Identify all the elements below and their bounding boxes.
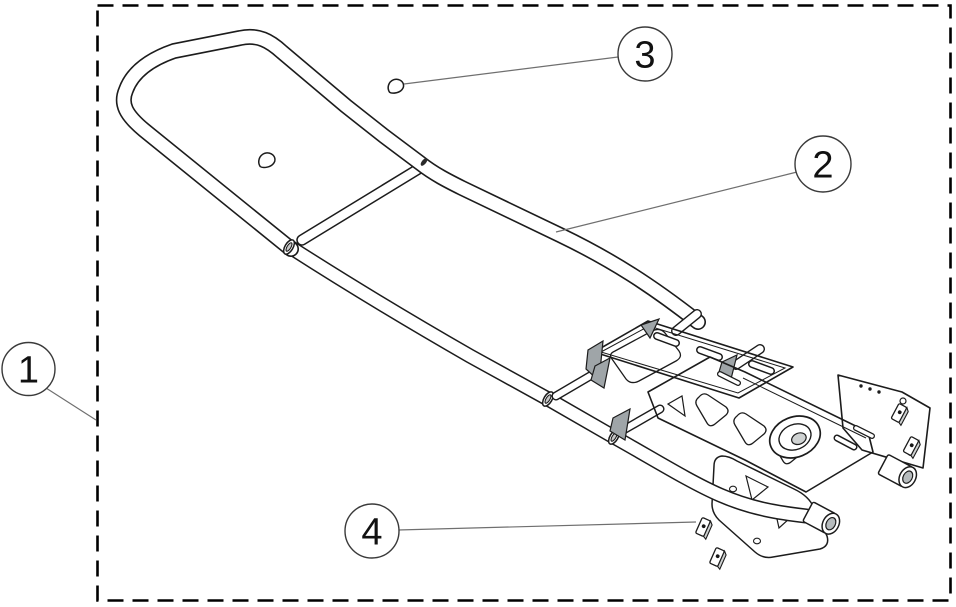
truss-cutout [733, 412, 767, 446]
callout-number-2: 2 [812, 144, 833, 186]
axle-bushing-upper [877, 454, 918, 489]
truss-cutout [695, 393, 729, 427]
bolt-hole [752, 537, 762, 545]
leader-line-3 [403, 56, 619, 85]
callout-2: 2 [555, 135, 852, 233]
clamp-block [694, 516, 714, 540]
weld-joint [420, 158, 428, 166]
truss-cutouts [666, 371, 858, 465]
bolt-hole [728, 485, 738, 493]
callout-number-3: 3 [634, 34, 655, 76]
callout-number-4: 4 [361, 511, 382, 553]
weld-collars [282, 239, 621, 445]
bolt-hole [899, 397, 907, 405]
truss-plate [609, 356, 874, 493]
plate-cutout [745, 474, 770, 502]
frame-drawing [115, 28, 931, 570]
callout-circle-4 [344, 503, 400, 559]
leader-line-4 [397, 521, 697, 531]
callout-3: 3 [403, 26, 673, 85]
side-mount-plate [837, 374, 931, 469]
gusset-plate [609, 407, 631, 441]
diagram-border [96, 4, 952, 602]
clamp-block [708, 546, 728, 570]
callout-circle-3 [617, 26, 673, 82]
callout-circle-2 [794, 135, 852, 193]
axle-bushing-lower [802, 501, 841, 535]
rack-platform-plate [585, 317, 794, 399]
pivot-cup [768, 415, 822, 459]
clamp-block [901, 435, 923, 460]
leader-line-1 [45, 387, 97, 421]
callout-4: 4 [344, 503, 697, 559]
callout-number-1: 1 [18, 349, 39, 391]
grommet-plug [256, 150, 278, 170]
grommet-plug [385, 77, 406, 95]
platform-slots [653, 332, 775, 375]
clamp-block [889, 402, 911, 427]
cross-tube [296, 162, 426, 246]
bottom-rail-tube [282, 239, 814, 524]
frame-loop-and-top-rail [115, 28, 706, 330]
callout-1: 1 [1, 341, 97, 421]
callout-circle-1 [1, 341, 56, 397]
leader-line-2 [555, 171, 798, 233]
